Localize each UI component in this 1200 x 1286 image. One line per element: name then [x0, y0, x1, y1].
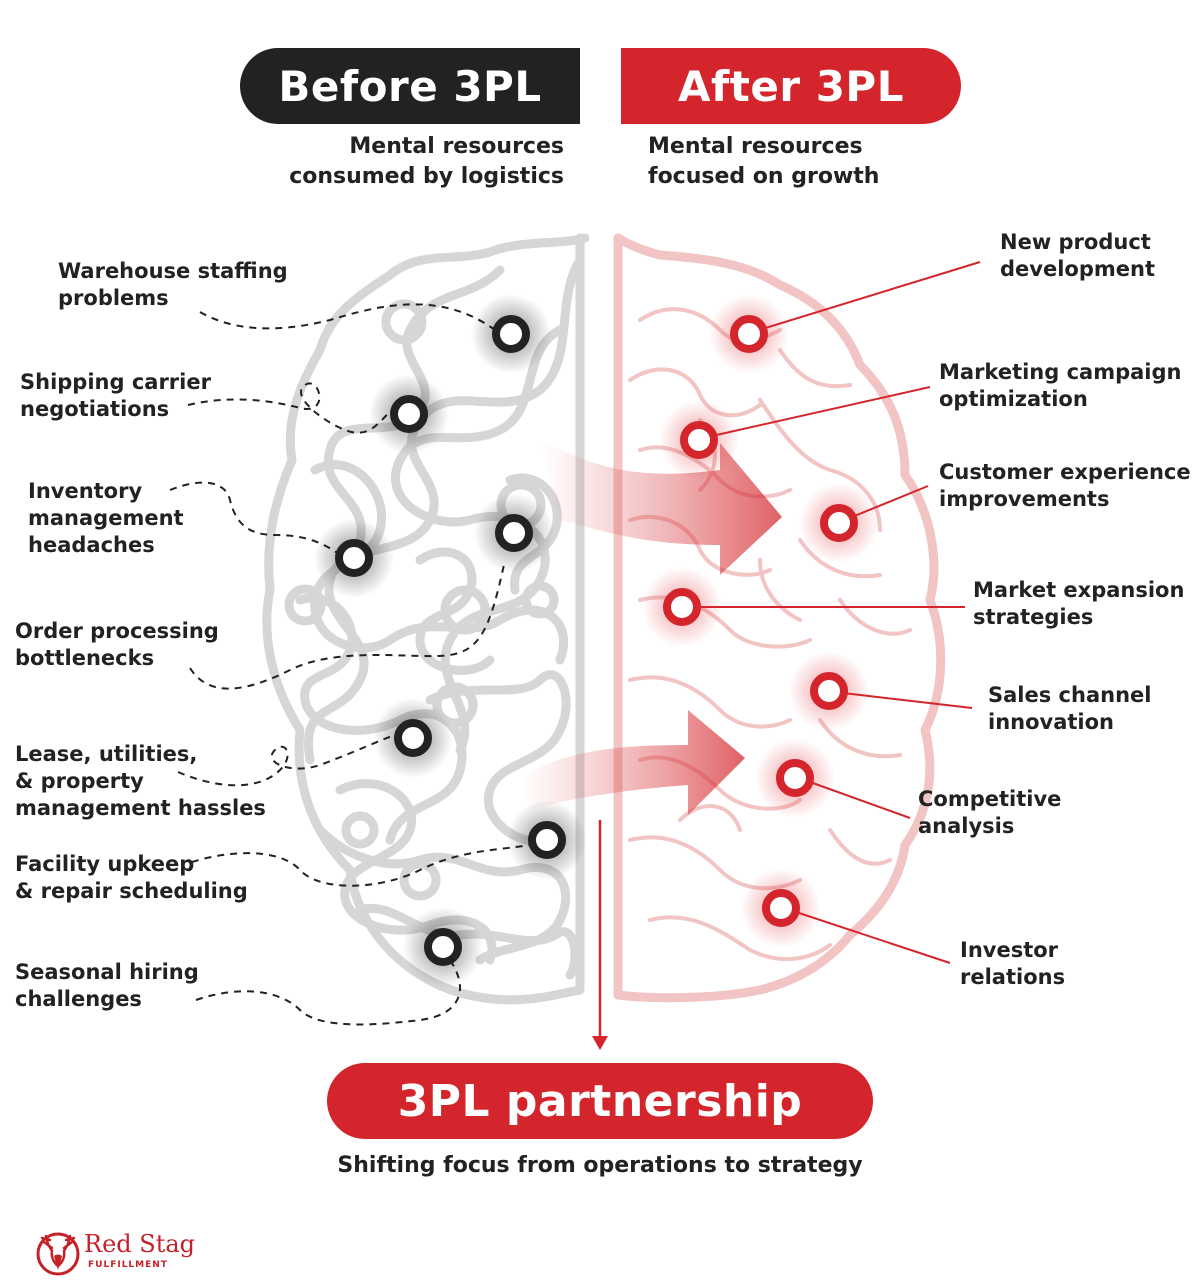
before-node-5: [373, 698, 453, 778]
left-connectors: [169, 303, 531, 1026]
before-node-3: [474, 493, 554, 573]
after-node-3: [799, 483, 879, 563]
before-label-seasonal-hiring: Seasonal hiring challenges: [15, 960, 199, 1011]
after-node-6: [755, 738, 835, 818]
after-label-investor: Investor relations: [960, 938, 1066, 989]
before-node-7: [403, 907, 483, 987]
after-label-market-expansion: Market expansion strategies: [973, 578, 1185, 629]
before-label-shipping-carrier: Shipping carrier negotiations: [20, 370, 211, 421]
after-label-competitive: Competitive analysis: [918, 787, 1062, 838]
logo-tagline: FULFILLMENT: [88, 1260, 168, 1270]
partnership-title: 3PL partnership: [327, 1063, 873, 1139]
after-node-4: [642, 567, 722, 647]
red-stag-logo: Red Stag FULFILLMENT: [34, 1226, 209, 1278]
after-label-new-product: New product development: [1000, 230, 1155, 281]
after-node-1: [709, 294, 789, 374]
down-arrow: [592, 820, 608, 1050]
before-label-warehouse-staffing: Warehouse staffing problems: [58, 259, 288, 310]
transfer-arrow-1: [540, 440, 782, 575]
before-label-order-processing: Order processing bottlenecks: [15, 619, 219, 670]
after-node-2: [659, 400, 739, 480]
after-node-5: [789, 651, 869, 731]
right-brain-outline: [613, 233, 946, 1003]
right-hemisphere: [613, 233, 946, 1003]
after-label-sales-channel: Sales channel innovation: [988, 683, 1152, 734]
before-subtitle: Mental resources consumed by logistics: [289, 134, 564, 189]
before-node-2: [369, 374, 449, 454]
before-nodes: [314, 294, 587, 987]
stag-icon: [36, 1232, 80, 1276]
after-3pl-title: After 3PL: [621, 48, 961, 124]
before-label-inventory: Inventory management headaches: [28, 479, 184, 557]
before-label-facility-upkeep: Facility upkeep & repair scheduling: [15, 852, 248, 903]
transfer-arrow-2: [520, 710, 745, 815]
after-label-customer-experience: Customer experience improvements: [939, 460, 1191, 511]
after-subtitle: Mental resources focused on growth: [648, 134, 880, 189]
after-node-7: [741, 868, 821, 948]
partnership-subtitle: Shifting focus from operations to strate…: [337, 1153, 863, 1178]
transfer-arrows: [520, 440, 782, 815]
before-node-6: [507, 800, 587, 880]
left-brain-outline: [262, 233, 590, 1005]
before-label-lease-utilities: Lease, utilities, & property management …: [15, 742, 266, 820]
before-node-1: [471, 294, 551, 374]
after-label-marketing: Marketing campaign optimization: [939, 360, 1182, 411]
logo-name: Red Stag: [84, 1230, 196, 1258]
before-3pl-title: Before 3PL: [240, 48, 580, 124]
before-node-4: [314, 518, 394, 598]
after-nodes: [642, 294, 879, 948]
